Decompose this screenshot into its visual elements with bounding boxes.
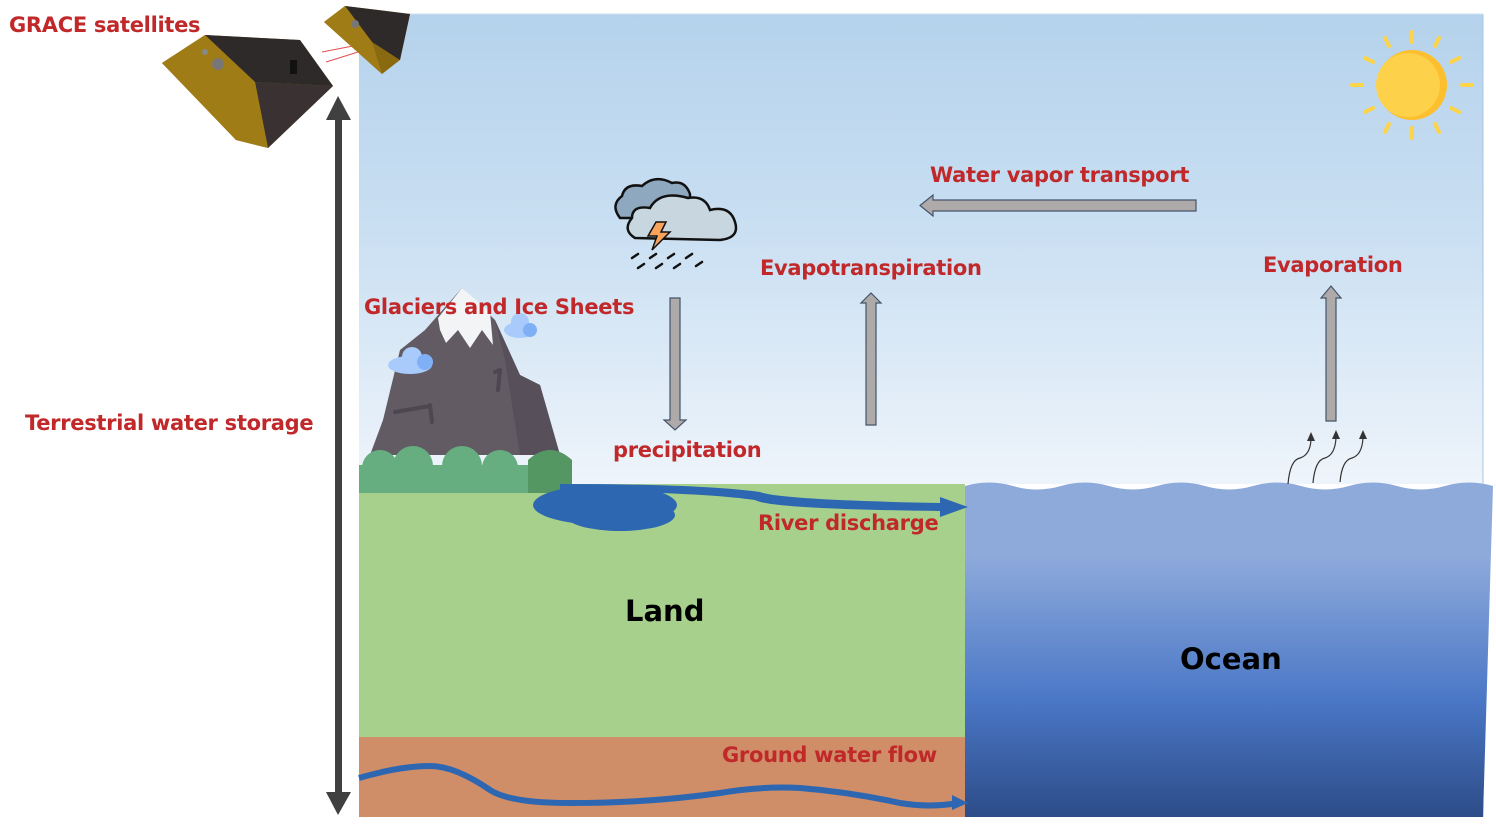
- soil-layer: [359, 737, 965, 817]
- river-discharge-path: [533, 484, 968, 531]
- evapotranspiration-arrow: [859, 292, 883, 426]
- water-vapor-transport-arrow: [919, 193, 1197, 218]
- ground-water-flow-path: [358, 762, 959, 809]
- grace-satellites-icon: [162, 6, 410, 148]
- precipitation-arrow: [662, 297, 688, 431]
- ground-water-flow-label: Ground water flow: [722, 743, 937, 767]
- evaporation-label: Evaporation: [1263, 253, 1403, 277]
- sky-background: [359, 14, 1483, 484]
- tws-double-arrow: [326, 96, 351, 815]
- precipitation-label: precipitation: [613, 438, 762, 462]
- evaporation-arrow: [1319, 285, 1343, 422]
- glaciers-label: Glaciers and Ice Sheets: [364, 295, 635, 319]
- snowy-mountain-icon: [359, 288, 572, 493]
- evapotranspiration-label: Evapotranspiration: [760, 256, 982, 280]
- evaporation-wisps-icon: [1287, 437, 1364, 485]
- land-label: Land: [625, 594, 705, 628]
- ocean-area: [965, 482, 1493, 817]
- grace-satellites-label: GRACE satellites: [9, 13, 201, 37]
- storm-cloud-icon: [614, 177, 738, 270]
- river-discharge-label: River discharge: [758, 511, 939, 535]
- sun-icon: [1350, 30, 1474, 140]
- ocean-label: Ocean: [1180, 642, 1282, 676]
- terrestrial-water-storage-label: Terrestrial water storage: [25, 411, 314, 435]
- land-area: [359, 484, 965, 737]
- water-vapor-transport-label: Water vapor transport: [930, 163, 1190, 187]
